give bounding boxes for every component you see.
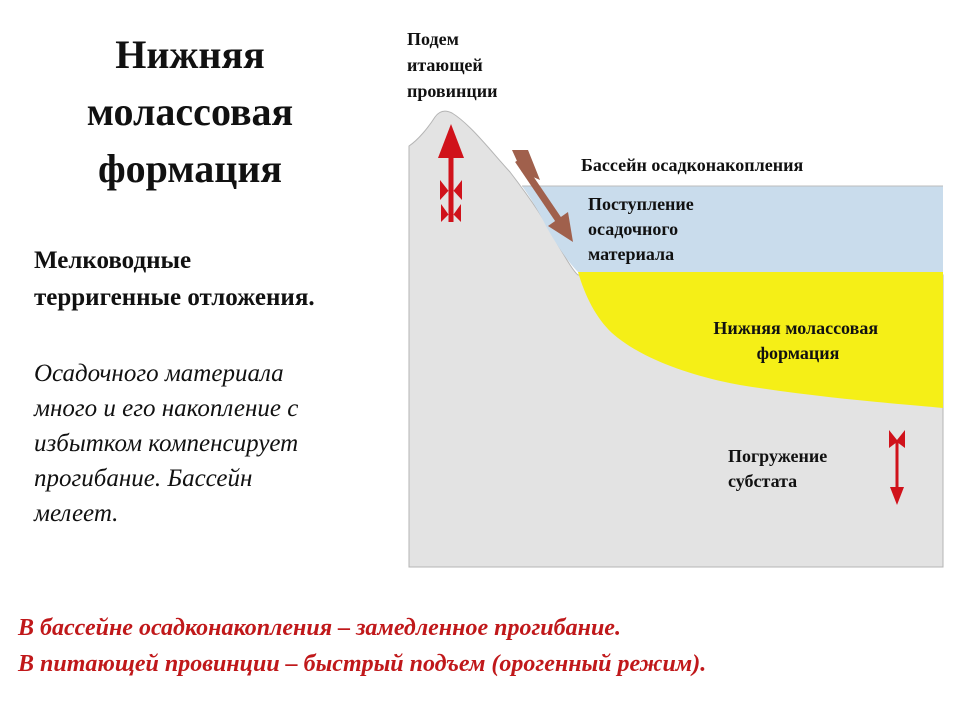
title-line: молассовая bbox=[86, 89, 294, 134]
footer-line: В бассейне осадконакопления – замедленно… bbox=[18, 615, 621, 641]
uplift-label: Подем итающей провинции bbox=[407, 29, 498, 101]
basin-water bbox=[522, 186, 943, 272]
description-line: мелеет. bbox=[34, 500, 119, 527]
title-line: формация bbox=[97, 146, 283, 191]
molasse-formation bbox=[578, 272, 943, 408]
subsidence-label: Погружение субстата bbox=[728, 446, 832, 491]
page-title: Нижняя молассовая формация bbox=[40, 26, 340, 197]
description-line: Осадочного материала bbox=[34, 360, 284, 387]
description-line: прогибание. Бассейн bbox=[34, 465, 253, 492]
supply-arrow bbox=[512, 150, 573, 242]
footer-line: В питающей провинции – быстрый подъем (о… bbox=[18, 651, 707, 677]
description-line: много и его накопление с bbox=[34, 395, 299, 422]
subtitle-line: Мелководные bbox=[34, 247, 192, 274]
subtitle: Мелководные терригенные отложения. bbox=[34, 242, 404, 316]
formation-label: Нижняя молассовая формация bbox=[713, 318, 882, 363]
subsidence-arrow bbox=[889, 430, 905, 505]
description: Осадочного материала много и его накопле… bbox=[34, 356, 384, 531]
basin-label: Бассейн осадконакопления bbox=[581, 155, 803, 175]
title-line: Нижняя bbox=[115, 32, 265, 77]
supply-label: Поступление осадочного материала bbox=[588, 194, 698, 264]
subtitle-line: терригенные отложения. bbox=[34, 284, 315, 311]
uplift-arrow bbox=[438, 124, 464, 222]
footer-notes: В бассейне осадконакопления – замедленно… bbox=[18, 610, 948, 682]
description-line: избытком компенсирует bbox=[34, 430, 299, 457]
